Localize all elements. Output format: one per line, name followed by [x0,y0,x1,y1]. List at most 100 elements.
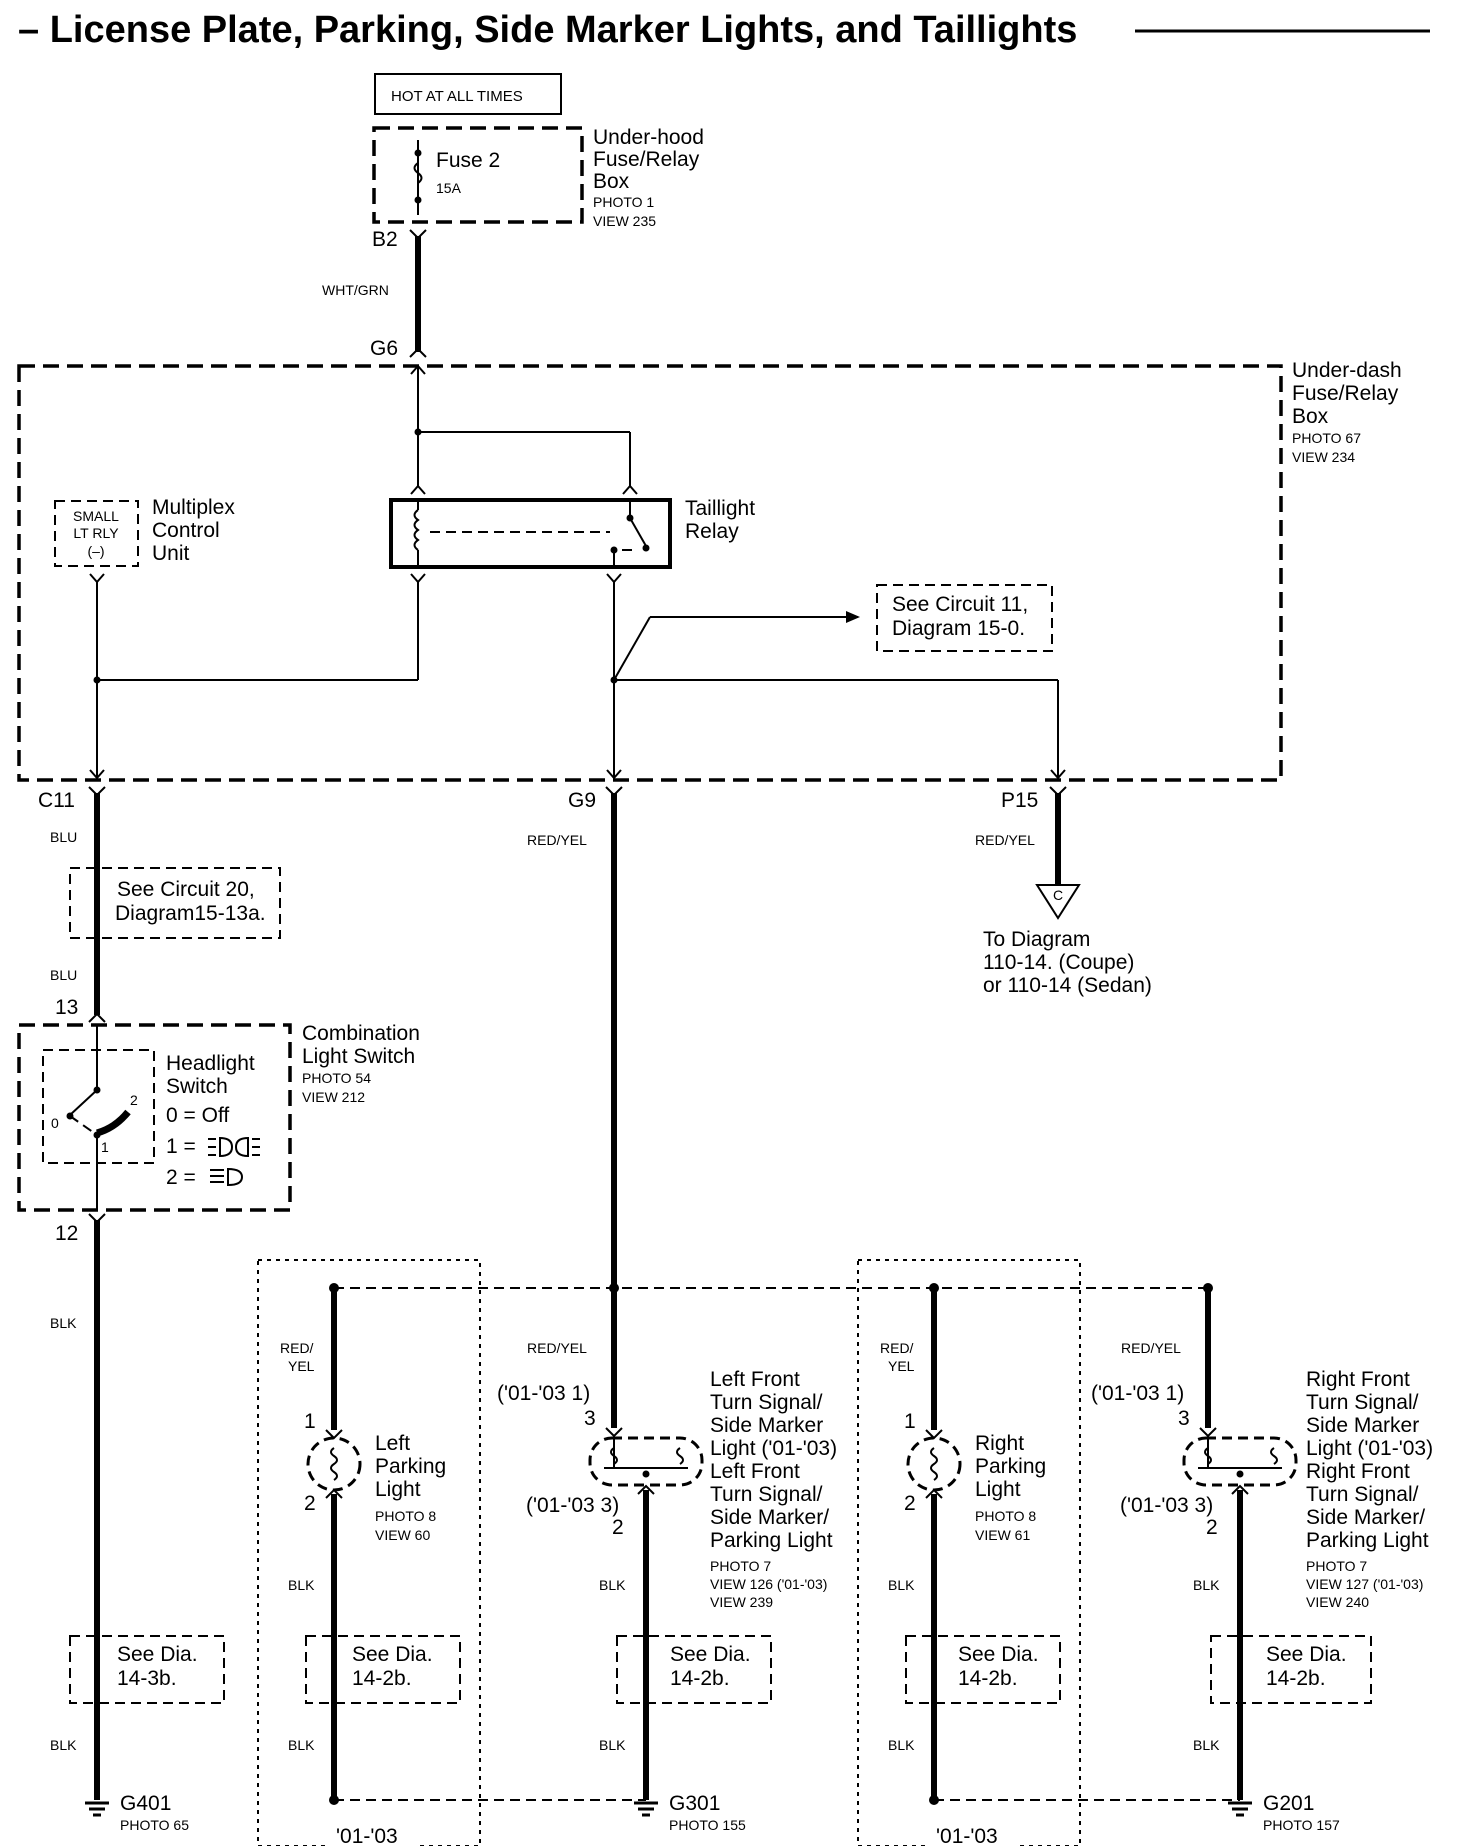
lpl-label-1: Left [375,1432,410,1455]
underdash-fuse-box [17,364,1283,782]
mcu-label-2: Control [152,519,220,542]
rft-wire-blk-2: BLK [1193,1737,1220,1753]
switch-pin-13: 13 [55,996,78,1019]
ground-g201: G201 [1263,1792,1314,1815]
rft-pin-top-alt: ('01-'03 1) [1091,1382,1184,1405]
terminal-g9: G9 [568,789,596,812]
lft-label-4: Light ('01-'03) [710,1437,837,1460]
rpl-filament-icon [930,1447,938,1481]
see-dia-4-a: See Dia. [958,1643,1039,1666]
lft-pin-top: 3 [584,1407,596,1430]
to-diagram-3: or 110-14 (Sedan) [983,974,1152,997]
to-diagram-2: 110-14. (Coupe) [983,951,1134,974]
mcu-label-3: Unit [152,542,190,565]
rpl-wire-blk-2: BLK [888,1737,915,1753]
lpl-filament-icon [330,1447,338,1481]
see-dia-1-bg [106,1641,220,1697]
mcu-label-1: Multiplex [152,496,235,519]
see-circuit20-2: Diagram15-13a. [115,902,266,925]
fuse-rating: 15A [436,180,462,196]
see-circuit20-box [69,867,281,939]
rft-view2: VIEW 240 [1306,1594,1369,1610]
terminal-g6: G6 [370,337,398,360]
switch-pos1-text: 1 = [166,1135,196,1158]
junction-bottom-lpl [329,1795,339,1805]
lft-wire-blk: BLK [599,1577,626,1593]
see-dia-5-b: 14-2b. [1266,1667,1326,1690]
lft-label-2: Turn Signal/ [710,1391,823,1414]
rft-bulb2-icon [1270,1447,1278,1465]
ground-g201-icon [1228,1801,1252,1817]
relay-label-2: Relay [685,520,739,543]
underhood-label-2: Fuse/Relay [593,148,700,171]
see-circuit20-1: See Circuit 20, [117,878,255,901]
lft-label-8: Parking Light [710,1529,833,1552]
relay-label-1: Taillight [685,497,755,520]
rft-view1: VIEW 127 ('01-'03) [1306,1576,1423,1592]
lft-conn-top [605,1427,623,1438]
connector-13 [88,1012,106,1023]
see-circuit11-box [876,584,1053,652]
relay-arrow-coil [410,484,426,495]
circuit11-arrowhead [846,611,860,623]
parking-lamp-icon [208,1136,260,1158]
rft-label-5: Right Front [1306,1460,1410,1483]
terminal-p15: P15 [1001,789,1038,812]
lpl-photo: PHOTO 8 [375,1508,436,1524]
lft-wire-blk-2: BLK [599,1737,626,1753]
coil-out-arrow [410,573,426,584]
year-box-right [857,1259,1081,1846]
rpl-label-2: Parking [975,1455,1046,1478]
see-dia-3-box [616,1635,772,1704]
see-dia-3-bg [660,1641,767,1697]
connector-g6 [409,347,427,358]
underhood-label-1: Under-hood [593,126,704,149]
lft-conn-bottom [637,1484,655,1495]
see-dia-2-box [305,1635,461,1704]
lft-bulb2-icon [676,1447,684,1465]
rft-label-2: Turn Signal/ [1306,1391,1419,1414]
rft-bulb1-icon [1204,1447,1212,1465]
lpl-pin1: 1 [304,1410,316,1433]
underhood-view: VIEW 235 [593,213,656,229]
rft-label-1: Right Front [1306,1368,1410,1391]
mcu-inner-1: SMALL [73,508,119,524]
year-tag-left: '01-'03 [336,1825,398,1846]
lft-pin-top-alt: ('01-'03 1) [497,1382,590,1405]
headlight-label-2: Switch [166,1075,228,1098]
lft-label-1: Left Front [710,1368,800,1391]
terminal-b2: B2 [372,228,398,251]
hot-at-all-times-box [374,73,562,115]
left-front-turn-signal [588,1436,704,1487]
rpl-wire-red: RED/ [880,1340,914,1356]
mcu-out-arrow [89,573,105,584]
combo-photo: PHOTO 54 [302,1070,371,1086]
hot-label: HOT AT ALL TIMES [391,88,523,105]
relay-contact-pivot [642,544,650,552]
lpl-wire-blk: BLK [288,1577,315,1593]
switch-travel [69,1115,98,1136]
wire-label-blk-1: BLK [50,1315,77,1331]
rft-pin-bot: 2 [1206,1516,1218,1539]
c11-inner-arrow [89,769,105,780]
combo-label-1: Combination [302,1022,420,1045]
fuse-node-top [414,149,422,157]
switch-n2: 2 [130,1092,138,1108]
underdash-label-1: Under-dash [1292,359,1402,382]
headlight-switch [42,1049,155,1164]
lft-label-5: Left Front [710,1460,800,1483]
ground-g301-photo: PHOTO 155 [669,1817,746,1833]
lpl-label-3: Light [375,1478,421,1501]
mcu-inner-3: (–) [87,543,104,559]
see-dia-5-bg [1256,1641,1366,1697]
connector-c-label: C [1053,887,1063,903]
p15-inner-arrow [1050,769,1066,780]
switch-contact-arc [95,1109,131,1137]
ground-g401-icon [85,1801,109,1817]
lpl-view: VIEW 60 [375,1527,430,1543]
combo-view: VIEW 212 [302,1089,365,1105]
circuit11-tap [613,616,651,681]
underdash-view: VIEW 234 [1292,449,1355,465]
terminal-c11: C11 [38,789,75,812]
g9-inner-arrow [606,769,622,780]
